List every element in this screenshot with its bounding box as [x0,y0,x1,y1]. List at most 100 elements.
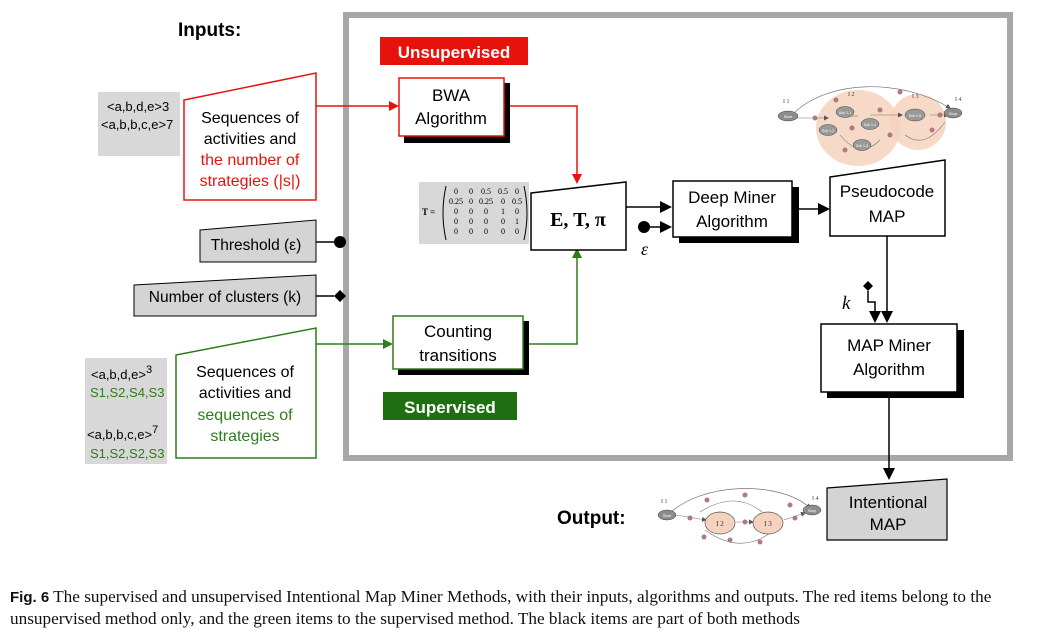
ett-label: E, T, π [550,209,606,231]
matrix-cell: 0 [484,207,488,216]
deep-miner-line-2: Algorithm [696,212,768,231]
matrix-cell: 0 [469,207,473,216]
sup-examples-bg [85,358,167,464]
method-frame [343,12,1013,461]
sup-example-1: <a,b,d,e>3 [91,364,152,382]
intentional-map-thumbnail: Start Stop I 1 I 4 I 2 I 3 [657,488,822,545]
arrow-counting-to-ett [529,248,582,345]
sup-seq-line-4: strategies [210,428,279,445]
matrix-cell: 0 [484,227,488,236]
counting-transitions-box [392,315,524,370]
svg-text:Start: Start [784,114,793,119]
bwa-line-2: Algorithm [415,109,487,128]
matrix-cell: 0.5 [512,197,522,206]
inputs-label: Inputs: [178,20,241,41]
arrow-bwa-to-ett [510,105,582,184]
matrix-cell: 1 [515,217,519,226]
counting-line-2: transitions [419,346,496,365]
matrix-bg [419,182,529,244]
sup-example-1-strategies: S1,S2,S4,S3 [90,385,164,400]
unsup-examples-bg [98,92,180,156]
svg-text:Sub 1-5: Sub 1-5 [909,114,921,118]
matrix-cell: 0 [454,187,458,196]
epsilon-label: ε [641,239,649,259]
matrix-cell: 0 [484,217,488,226]
unsup-sequences-input [183,72,317,201]
threshold-connector [334,236,346,248]
matrix-cell: 0 [469,197,473,206]
caption-text: The supervised and unsupervised Intentio… [10,587,992,628]
svg-text:I 2: I 2 [716,520,724,528]
matrix-cell: 0 [454,207,458,216]
map-miner-line-2: Algorithm [853,360,925,379]
sup-sequences-input [175,327,317,459]
sup-example-2-strategies: S1,S2,S2,S3 [90,446,164,461]
svg-text:Stop: Stop [949,111,958,116]
map-miner-line-1: MAP Miner [847,336,931,355]
svg-text:I 1: I 1 [783,99,790,105]
matrix-cell: 0 [501,227,505,236]
deep-miner-box [672,180,793,238]
intentional-line-1: Intentional [849,493,927,512]
matrix-cell: 0.5 [481,187,491,196]
svg-text:Sub 1-2: Sub 1-2 [822,129,834,133]
counting-line-1: Counting [424,322,492,341]
bwa-algorithm-box [398,77,505,137]
supervised-tag-bg [383,392,517,420]
sup-seq-line-1: Sequences of [196,364,294,381]
pseudocode-map-thumbnail: Start Stop I 1 I 2 I 3 I 4 Sub 1-1 Sub 1… [777,86,963,166]
unsupervised-tag-bg [380,37,528,65]
matrix-cell: 0 [469,187,473,196]
matrix-cell: 0 [454,217,458,226]
k-connector [863,281,873,291]
clusters-input [133,274,317,317]
svg-text:I 1: I 1 [661,499,668,505]
clusters-label: Number of clusters (k) [149,289,301,306]
threshold-label: Threshold (ε) [211,237,301,254]
matrix-label: T = [422,207,435,217]
pseudocode-map-node [829,159,946,237]
matrix-cell: 0 [469,217,473,226]
matrix-cell: 0.25 [479,197,493,206]
svg-text:I 2: I 2 [848,92,855,98]
svg-text:I 3: I 3 [912,94,919,100]
unsup-example-2: <a,b,b,c,e>7 [101,117,173,132]
matrix-cell: 0 [515,227,519,236]
matrix-cell: 0 [469,227,473,236]
supervised-tag: Supervised [404,398,496,417]
matrix-cell: 0 [515,187,519,196]
bwa-line-1: BWA [432,86,471,105]
matrix-cell: 0.5 [498,187,508,196]
sup-example-2: <a,b,b,c,e>7 [87,424,158,442]
matrix-cell: 1 [501,207,505,216]
threshold-input [199,219,317,263]
map-miner-box [820,323,958,393]
matrix-cell: 0 [501,217,505,226]
matrix-cell: 0 [501,197,505,206]
sup-seq-line-2: activities and [199,385,292,402]
ett-node [530,181,627,251]
svg-text:Sub 1-1: Sub 1-1 [839,111,851,115]
matrix-cell: 0 [454,227,458,236]
matrix-cell: 0.25 [449,197,463,206]
matrix-cell: 0 [515,207,519,216]
unsup-example-1: <a,b,d,e>3 [107,99,169,114]
intentional-map-output [826,478,948,541]
k-label: k [842,293,851,314]
pseudocode-line-2: MAP [869,207,906,226]
unsupervised-tag: Unsupervised [398,43,510,62]
pseudocode-line-1: Pseudocode [840,182,935,201]
unsup-seq-line-1: Sequences of [201,110,299,127]
unsup-seq-line-4: strategies (|s|) [200,173,301,190]
svg-text:Sub 1-3: Sub 1-3 [856,144,868,148]
svg-text:I 4: I 4 [812,496,819,502]
svg-text:Sub 1-4: Sub 1-4 [864,123,876,127]
deep-miner-line-1: Deep Miner [688,188,776,207]
method-diagram: Inputs: Output: Unsupervised Supervised … [85,12,1013,545]
sup-seq-line-3: sequences of [197,407,293,424]
intentional-line-2: MAP [870,515,907,534]
figure-number: Fig. 6 [10,589,50,606]
clusters-connector [334,290,346,302]
svg-text:Stop: Stop [808,508,817,513]
unsup-seq-line-3: the number of [201,152,300,169]
